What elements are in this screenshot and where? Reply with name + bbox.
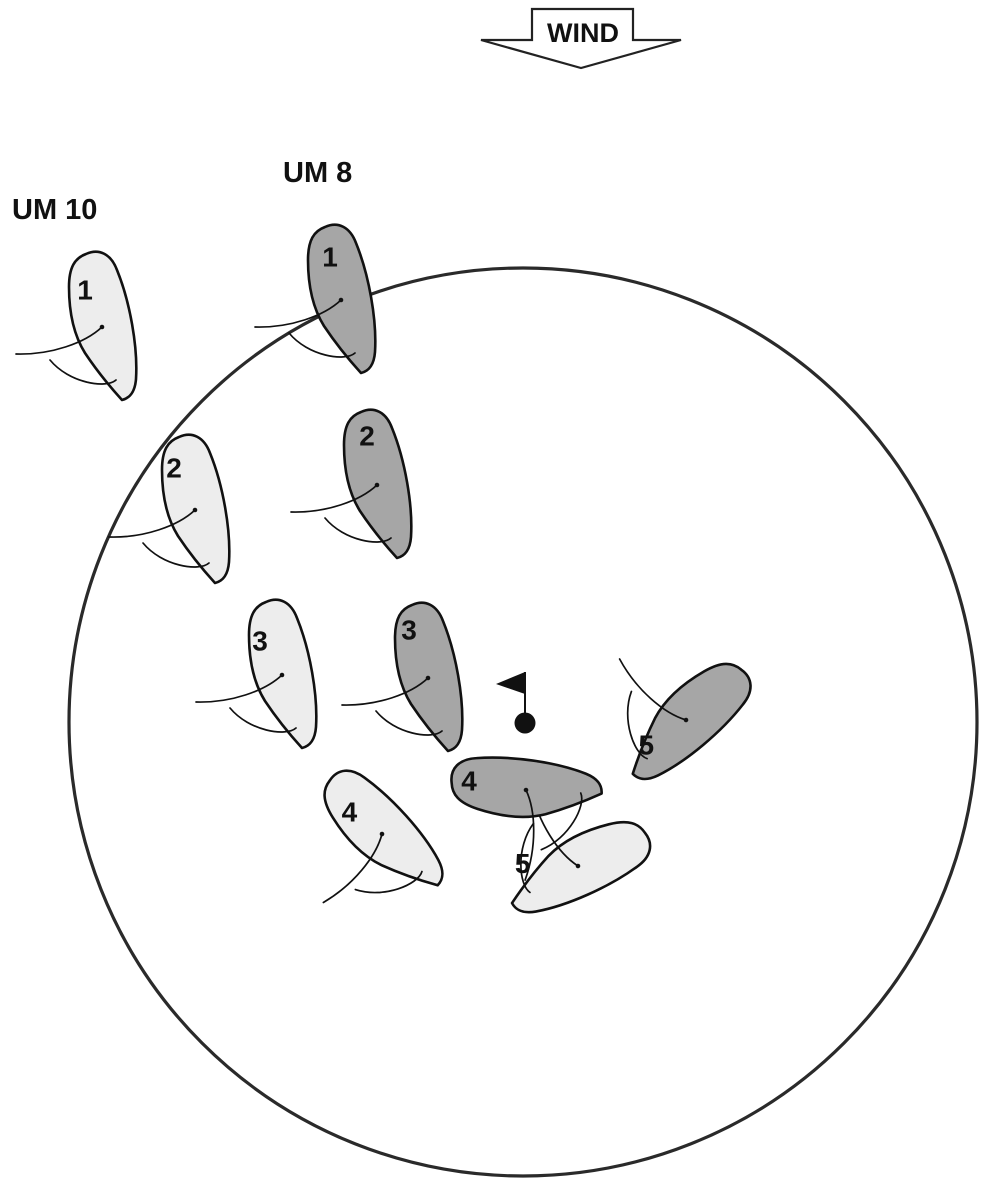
boat-mast-point xyxy=(99,324,105,330)
boat-jib-line xyxy=(324,517,392,543)
boat-number-label: 4 xyxy=(342,796,358,827)
boat-um10-2: 2 xyxy=(108,433,231,585)
boat-number-label: 1 xyxy=(322,242,338,273)
boat-number-label: 3 xyxy=(401,615,417,646)
boat-mainsail-line xyxy=(524,789,535,881)
boat-mainsail-line xyxy=(108,509,196,538)
boat-um10-3: 3 xyxy=(195,598,318,750)
boat-hull xyxy=(631,662,752,781)
group-label-um8: UM 8 xyxy=(283,157,352,189)
boat-um8-4: 4 xyxy=(450,756,603,881)
boat-mainsail-line xyxy=(322,833,383,904)
boat-jib-line xyxy=(520,822,535,894)
flag-icon xyxy=(496,672,525,694)
boat-mast-point xyxy=(374,482,380,488)
boat-jib-line xyxy=(375,710,443,736)
boat-mast-point xyxy=(192,507,198,513)
boat-mainsail-line xyxy=(341,677,429,706)
boat-hull xyxy=(450,756,603,819)
boat-mainsail-line xyxy=(290,484,378,513)
wind-arrow-icon xyxy=(480,7,682,70)
boat-mast-point xyxy=(523,787,529,793)
boat-number-label: 1 xyxy=(77,275,93,306)
boat-mast-point xyxy=(575,863,581,869)
mark xyxy=(496,672,536,734)
boat-mast-point xyxy=(279,672,285,678)
boat-jib-line xyxy=(540,792,583,851)
wind-label: WIND xyxy=(547,18,619,48)
mark-buoy xyxy=(514,712,536,734)
boat-jib-line xyxy=(288,332,356,358)
boat-number-label: 5 xyxy=(515,848,531,879)
boat-hull xyxy=(323,769,444,887)
boat-mast-point xyxy=(379,831,385,837)
boat-mainsail-line xyxy=(195,674,283,703)
boat-mainsail-line xyxy=(254,299,342,328)
boats-layer: 1 2 3 4 5 1 2 3 4 5 xyxy=(15,223,752,914)
boat-number-label: 3 xyxy=(252,626,268,657)
boat-um8-2: 2 xyxy=(290,408,413,560)
boat-mast-point xyxy=(338,297,344,303)
boat-number-label: 5 xyxy=(639,730,655,761)
boat-um8-1: 1 xyxy=(254,223,377,375)
boat-um8-3: 3 xyxy=(341,601,464,753)
boat-jib-line xyxy=(626,690,648,760)
boat-jib-line xyxy=(49,359,117,385)
boat-mast-point xyxy=(425,675,431,681)
group-label-um10: UM 10 xyxy=(12,194,97,226)
boat-um8-5: 5 xyxy=(618,658,752,781)
boat-um10-1: 1 xyxy=(15,250,138,402)
boat-number-label: 2 xyxy=(166,453,182,484)
boat-jib-line xyxy=(354,870,423,894)
boat-mast-point xyxy=(683,717,689,723)
boat-jib-line xyxy=(142,542,210,568)
zone-circle xyxy=(67,266,979,1178)
boat-jib-line xyxy=(229,707,297,733)
boat-hull xyxy=(510,820,652,914)
boat-number-label: 4 xyxy=(461,765,477,796)
boat-mainsail-line xyxy=(618,658,687,721)
boat-um10-4: 4 xyxy=(322,769,444,904)
boat-mainsail-line xyxy=(15,326,103,355)
wind-indicator: WIND xyxy=(480,7,682,70)
boat-number-label: 2 xyxy=(359,421,375,452)
